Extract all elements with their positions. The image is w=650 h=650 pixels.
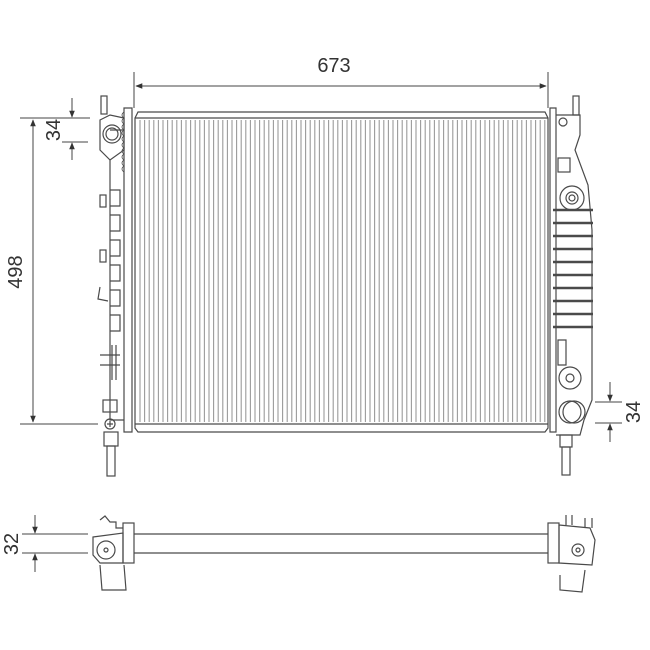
- right-tank: [549, 95, 593, 476]
- dim-height-label: 498: [5, 255, 27, 288]
- dim-width-label: 673: [317, 55, 350, 77]
- dim-bottom-offset-label: 34: [623, 401, 645, 423]
- top-view: [92, 515, 596, 593]
- dim-top-offset-label: 34: [43, 119, 65, 141]
- front-view: [97, 95, 593, 477]
- left-end-fitting: [92, 515, 135, 591]
- right-end-fitting: [547, 515, 596, 593]
- radiator-core-outline: [134, 111, 549, 433]
- dim-depth-label: 32: [1, 533, 23, 555]
- left-tank: [97, 95, 133, 477]
- dimension-lines: [20, 72, 622, 572]
- radiator-fins: [139, 120, 546, 422]
